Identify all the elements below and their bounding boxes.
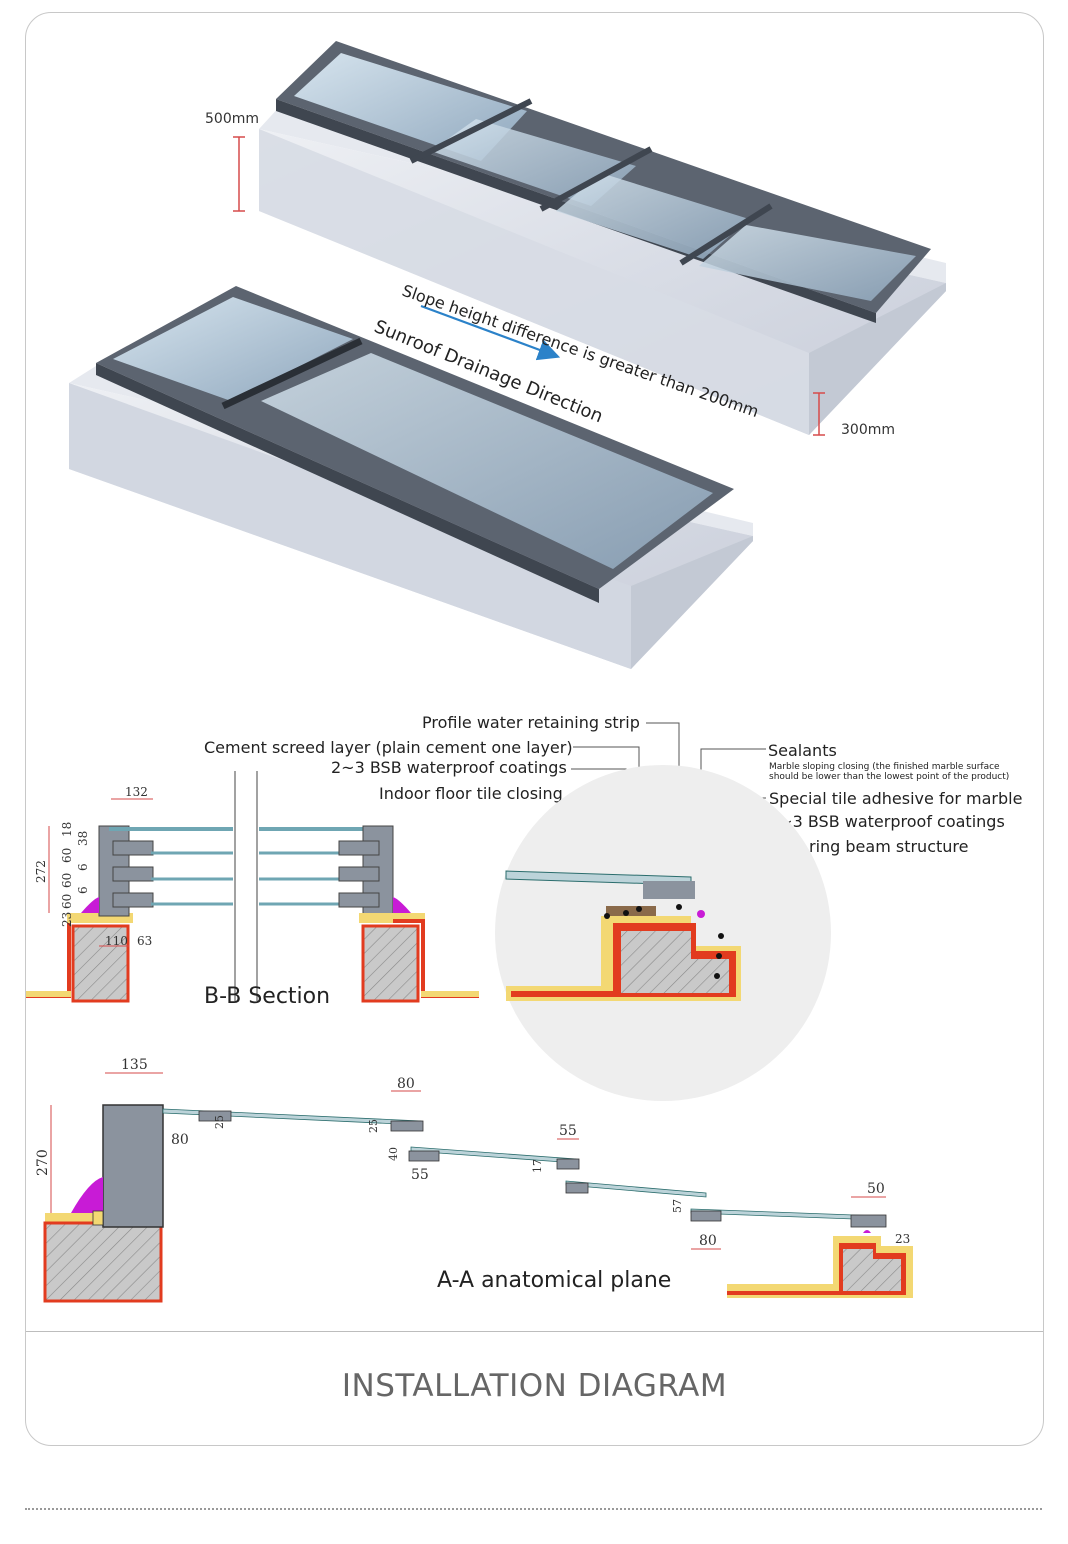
- aa-dimensions: 135 270 80 25 80 25 40 55 55 17 57 80 50…: [35, 1057, 910, 1249]
- detail-circle: [495, 765, 831, 1101]
- bb-dim-132: 132: [125, 785, 148, 799]
- callout-tile-adhesive: Special tile adhesive for marble: [769, 789, 1022, 808]
- aa-dim-25a: 25: [213, 1115, 226, 1129]
- aa-dim-80a: 80: [171, 1132, 189, 1148]
- aa-dim-50: 50: [867, 1181, 885, 1197]
- top-render: [259, 41, 946, 435]
- aa-dim-135: 135: [121, 1057, 148, 1073]
- aa-dim-55b: 55: [411, 1167, 429, 1183]
- bb-dim-272: 272: [34, 860, 48, 883]
- bb-dim-6b: 6: [76, 886, 90, 894]
- aa-dim-80c: 80: [699, 1233, 717, 1249]
- callout-waterproof: 2~3 BSB waterproof coatings: [769, 812, 1005, 831]
- bb-dim-18: 18: [60, 822, 74, 837]
- callout-sealants: Sealants: [768, 741, 837, 760]
- callout-indoor-tile: Indoor floor tile closing: [379, 784, 563, 803]
- aa-plane-title: A-A anatomical plane: [437, 1268, 671, 1293]
- callout-bsb-coatings: 2~3 BSB waterproof coatings: [331, 758, 567, 777]
- bb-dim-6a: 6: [76, 863, 90, 871]
- dimension-500mm: 500mm: [205, 111, 259, 212]
- installation-diagram: 500mm 300mm Slope height difference is g…: [26, 41, 1022, 1303]
- callouts-left: Profile water retaining strip Cement scr…: [204, 713, 640, 803]
- callout-marble-note-2: should be lower than the lowest point of…: [769, 772, 1009, 782]
- installation-diagram-card: 500mm 300mm Slope height difference is g…: [25, 12, 1044, 1446]
- bb-dim-23: 23: [60, 912, 74, 927]
- aa-dim-23: 23: [895, 1232, 910, 1246]
- bb-dim-38: 38: [76, 831, 90, 846]
- callouts-right: Sealants Marble sloping closing (the fin…: [768, 741, 1022, 856]
- aa-plane: [43, 1072, 913, 1303]
- aa-dim-57: 57: [671, 1199, 684, 1213]
- aa-dim-40: 40: [387, 1147, 400, 1161]
- callout-profile-strip: Profile water retaining strip: [422, 713, 640, 732]
- bb-dim-110: 110: [105, 934, 128, 948]
- bottom-render: [69, 286, 753, 669]
- aa-dim-25b: 25: [367, 1119, 380, 1133]
- aa-dim-80b: 80: [397, 1076, 415, 1092]
- dimension-300mm: 300mm: [813, 392, 895, 438]
- aa-dim-55a: 55: [559, 1123, 577, 1139]
- bb-section: [26, 771, 479, 1003]
- aa-dim-270: 270: [35, 1149, 51, 1176]
- dim-500-label: 500mm: [205, 111, 259, 127]
- bb-dim-63: 63: [137, 934, 152, 948]
- callout-cement-screed: Cement screed layer (plain cement one la…: [204, 738, 573, 757]
- bb-dim-60a: 60: [60, 848, 74, 863]
- card-divider: [26, 1331, 1043, 1332]
- callout-ring-beam: New ring beam structure: [769, 837, 968, 856]
- bb-dim-60b: 60: [60, 873, 74, 888]
- bb-section-title: B-B Section: [204, 984, 330, 1009]
- dotted-separator: [25, 1508, 1042, 1510]
- callout-marble-note-1: Marble sloping closing (the finished mar…: [769, 762, 1000, 772]
- aa-dim-17: 17: [531, 1159, 544, 1173]
- bb-dimensions: 132 272 18 38 60 6 60 6 60 23 110 63: [34, 785, 152, 948]
- dim-300-label: 300mm: [841, 422, 895, 438]
- bb-dim-60c: 60: [60, 894, 74, 909]
- installation-diagram-caption: INSTALLATION DIAGRAM: [341, 1368, 728, 1404]
